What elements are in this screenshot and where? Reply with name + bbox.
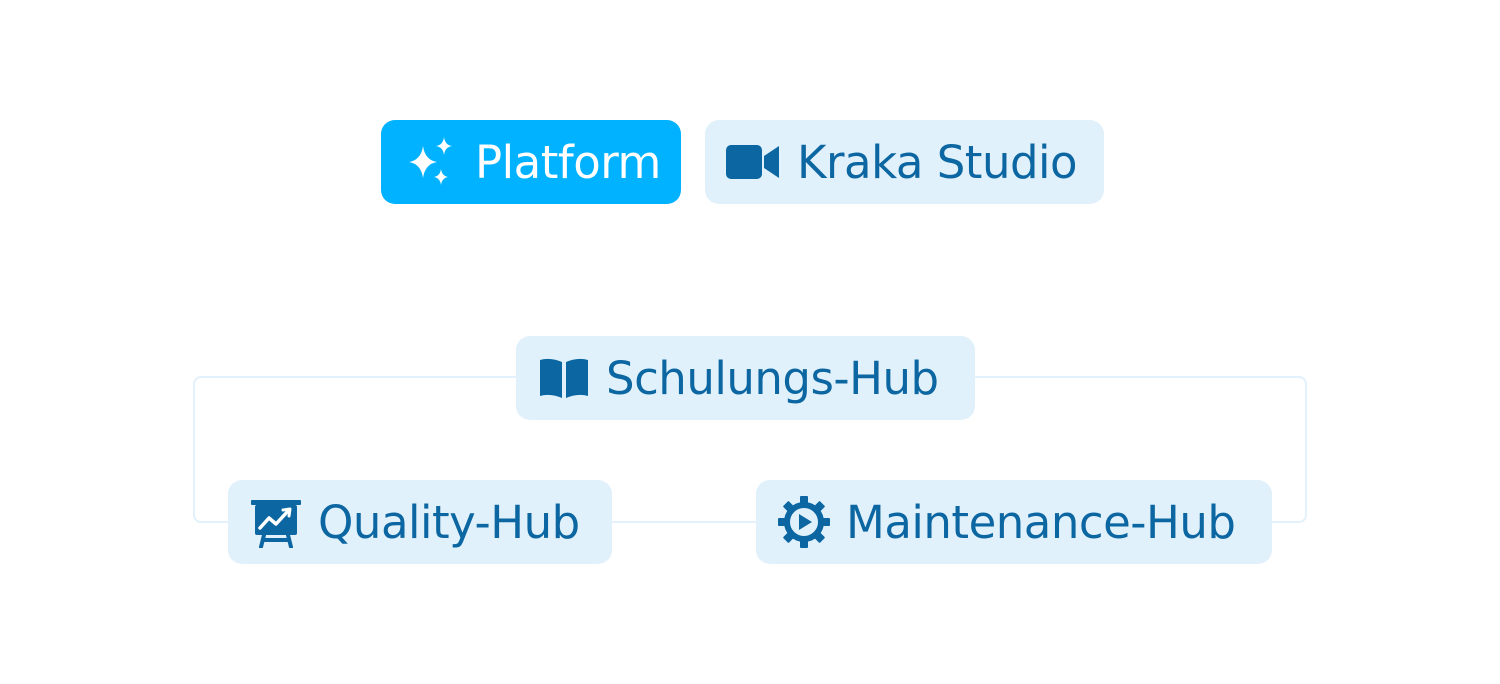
sparkles-icon <box>401 134 459 190</box>
video-camera-icon <box>725 142 781 182</box>
quality-hub-label: Quality-Hub <box>318 495 580 549</box>
schulungs-hub-label: Schulungs-Hub <box>606 351 939 405</box>
schulungs-hub-button[interactable]: Schulungs-Hub <box>516 336 975 420</box>
kraka-studio-label: Kraka Studio <box>797 135 1078 189</box>
gear-icon <box>778 496 830 548</box>
platform-label: Platform <box>475 135 661 189</box>
quality-hub-button[interactable]: Quality-Hub <box>228 480 612 564</box>
maintenance-hub-button[interactable]: Maintenance-Hub <box>756 480 1272 564</box>
platform-button[interactable]: Platform <box>381 120 681 204</box>
kraka-studio-button[interactable]: Kraka Studio <box>705 120 1104 204</box>
presentation-chart-icon <box>250 496 302 548</box>
maintenance-hub-label: Maintenance-Hub <box>846 495 1236 549</box>
open-book-icon <box>538 356 590 400</box>
